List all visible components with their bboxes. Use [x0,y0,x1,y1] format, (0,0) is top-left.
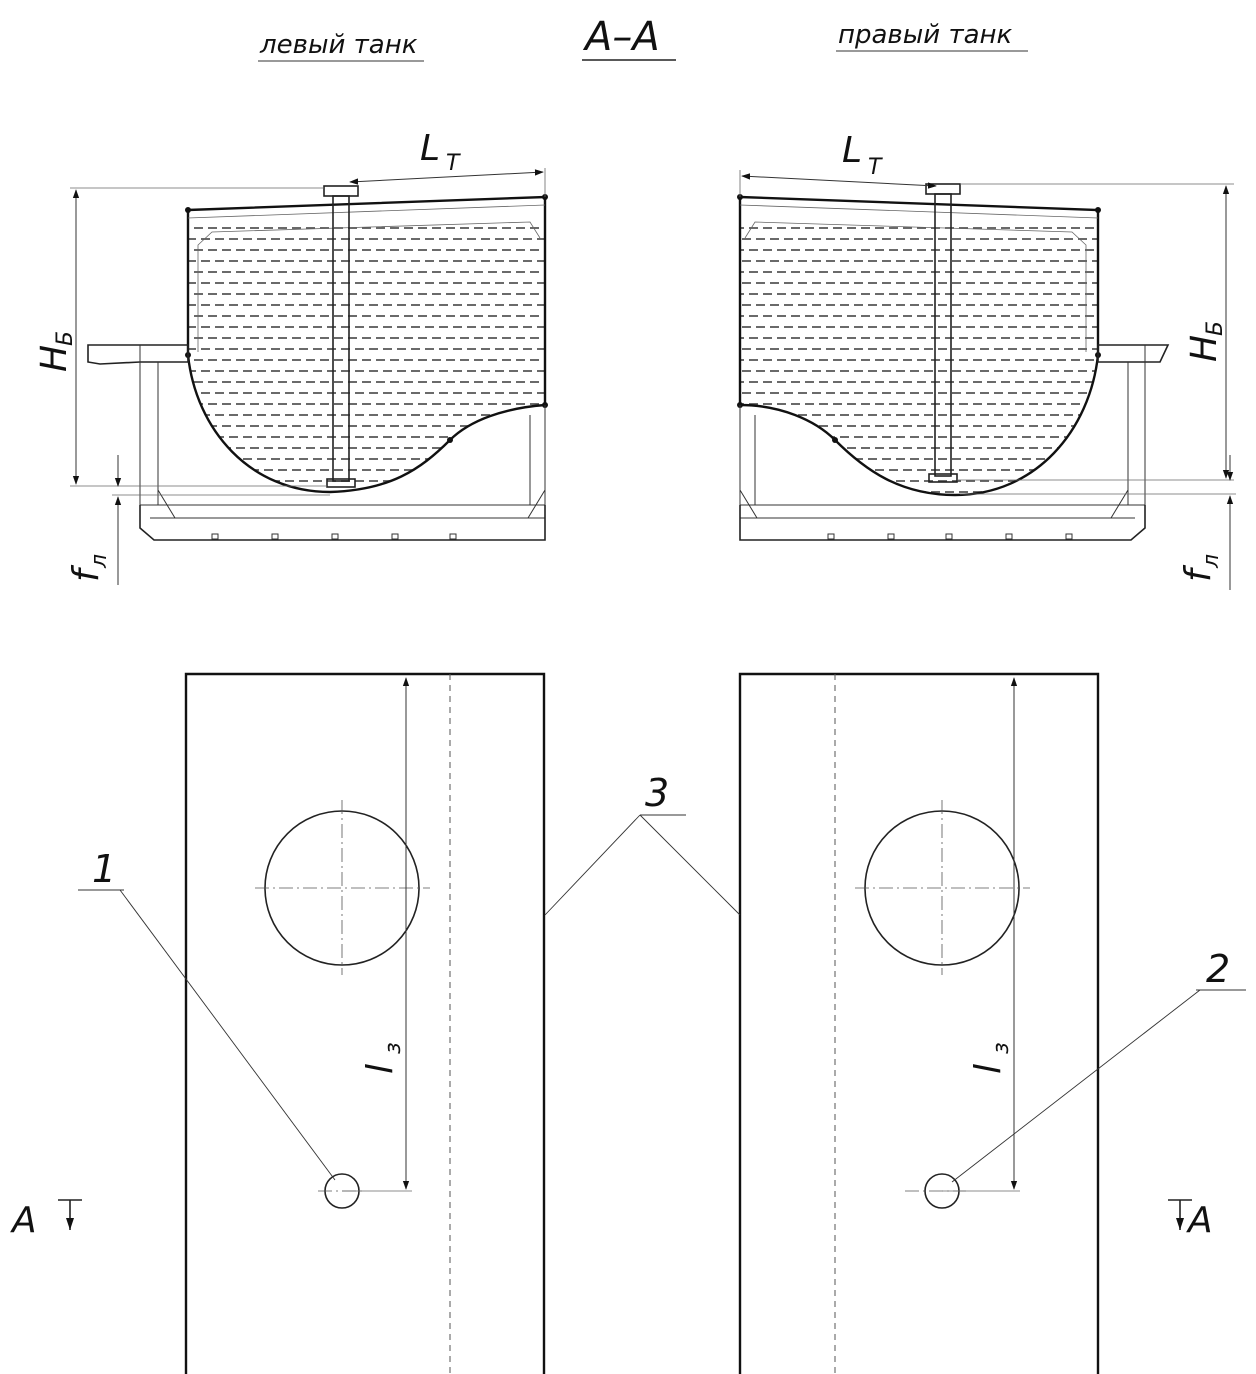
section-mark-right: А [1168,1199,1213,1241]
right-sounding-pipe [925,183,961,483]
left-fl-subscript: л [87,554,112,569]
item-3-leader: 3 [544,771,741,916]
left-hb-subscript: Б [53,331,78,346]
plan-view-right: l з 2 [738,672,1246,1374]
left-fl-dimension: f л [66,455,330,585]
right-lt-label: L [842,130,862,171]
right-lt-dimension: L Т [739,130,937,197]
left-lt-subscript: Т [446,151,461,176]
left-tank-heading-text: левый танк [259,30,418,60]
left-lt-label: L [420,128,440,169]
left-hb-label: H [34,345,75,372]
right-tank-heading-text: правый танк [838,20,1013,50]
right-hb-label: H [1184,335,1225,362]
right-fl-dimension: f л [960,455,1236,590]
right-tank-outline [738,195,1100,497]
right-hull-structure [739,344,1170,541]
left-lt-dimension: L Т [349,128,546,197]
right-tank-heading: правый танк [836,20,1028,52]
right-tank-section: L Т H Б f л [737,130,1236,590]
right-lz-label: l [968,1064,1009,1074]
left-tank-liquid [188,227,545,492]
left-lz-subscript: з [381,1042,406,1054]
left-sounding-pipe [323,185,359,488]
left-lz-label: l [360,1064,401,1074]
left-hull-structure [87,344,546,541]
right-hb-dimension: H Б [957,183,1234,481]
plan-view-left: l з 1 [78,672,546,1374]
item-label-2: 2 [1206,947,1230,991]
right-lt-subscript: Т [868,155,883,180]
section-title-text: А–А [582,14,660,60]
right-lz-subscript: з [989,1042,1014,1054]
section-mark-left: А [10,1199,82,1241]
section-mark-left-text: А [10,1200,37,1241]
item-label-1: 1 [92,847,116,891]
left-tank-outline [186,195,547,494]
left-tank-heading: левый танк [258,30,424,62]
section-mark-right-text: А [1186,1200,1213,1241]
right-hb-subscript: Б [1203,321,1228,336]
left-hb-dimension: H Б [34,187,327,487]
right-tank-liquid [740,227,1098,493]
section-title: А–А [582,14,676,61]
left-tank-section: L Т H Б f л [34,128,548,585]
item-label-3: 3 [645,771,669,815]
right-fl-subscript: л [1199,554,1224,569]
